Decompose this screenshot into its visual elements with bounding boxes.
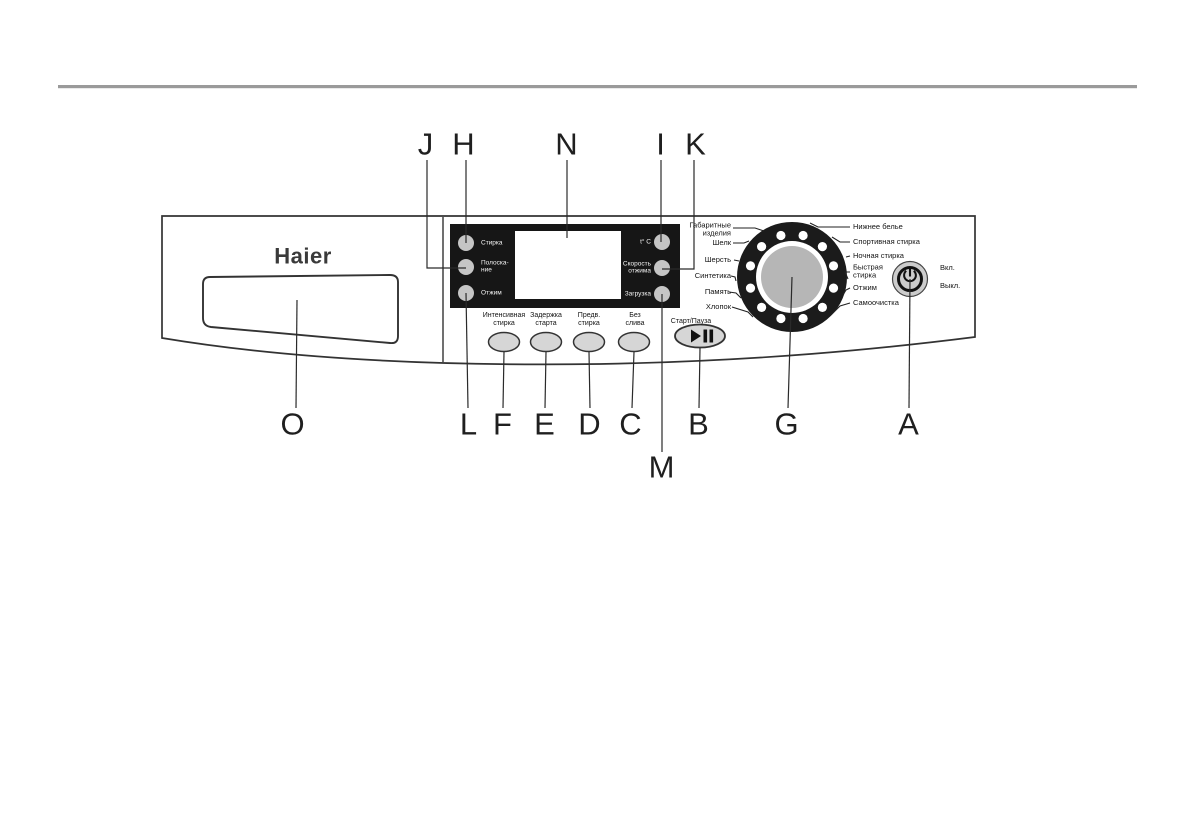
indicator-label-load: Загрузка <box>624 290 651 298</box>
callout-letter-b: B <box>688 406 710 442</box>
indicator-label-wash: Стирка <box>481 239 503 247</box>
callout-line-c <box>631 351 635 409</box>
callout-line-o <box>295 299 298 409</box>
indicator-light-rinse <box>458 259 474 275</box>
delay-start-label: Задержка старта <box>530 312 562 327</box>
callout-letter-h: H <box>452 126 476 162</box>
callout-letter-g: G <box>774 406 800 442</box>
callout-letter-m: M <box>648 449 676 485</box>
callout-line-g <box>787 276 793 409</box>
prewash-button <box>572 331 606 353</box>
detergent-drawer <box>202 274 399 345</box>
dial-label-bulky-items: Габаритные изделия <box>689 220 731 238</box>
callout-letter-o: O <box>280 406 306 442</box>
prewash-label: Предв. стирка <box>577 312 601 327</box>
start-pause-button <box>674 323 726 349</box>
callout-letter-i: I <box>656 126 666 162</box>
callout-line-k <box>662 160 695 270</box>
start-pause-label: Старт/Пауза <box>670 318 712 326</box>
dial-label-synthetics: Синтетика <box>694 270 731 280</box>
dial-label-spin: Отжим <box>853 282 877 292</box>
dial-label-memory: Память <box>704 286 731 296</box>
no-drain-button <box>617 331 651 353</box>
no-drain-label: Без слива <box>625 312 645 327</box>
callout-letter-a: A <box>898 406 920 442</box>
brand-logo: Haier <box>274 243 332 269</box>
intensive-wash-label: Интенсивная стирка <box>482 312 526 327</box>
dial-leader-lines <box>728 222 851 318</box>
intensive-wash-button <box>487 331 521 353</box>
dial-label-underwear: Нижнее белье <box>853 221 903 231</box>
callout-letter-k: K <box>685 126 707 162</box>
callout-line-d <box>588 351 591 409</box>
callout-letter-f: F <box>493 406 513 442</box>
callout-line-e <box>544 351 547 409</box>
indicator-label-spin-speed: Скорость отжима <box>622 260 651 275</box>
callout-letter-e: E <box>534 406 556 442</box>
callout-line-b <box>698 347 701 409</box>
dial-label-silk: Шелк <box>712 237 731 247</box>
dial-label-self-clean: Самоочистка <box>853 297 899 307</box>
dial-label-cotton: Хлопок <box>705 301 731 311</box>
callout-line-l <box>465 292 469 409</box>
play-pause-icon <box>691 329 714 343</box>
dial-label-night-wash: Ночная стирка <box>853 250 904 260</box>
dial-label-quick-wash: Быстрая стирка <box>853 262 883 280</box>
indicator-label-spin: Отжим <box>481 289 502 297</box>
indicator-light-temp <box>654 234 670 250</box>
power-off-label: Выкл. <box>940 280 961 290</box>
display-screen <box>515 231 621 299</box>
indicator-label-rinse: Полоска- ние <box>481 259 509 274</box>
callout-letter-d: D <box>578 406 602 442</box>
callout-letter-c: C <box>619 406 643 442</box>
dial-label-wool: Шерсть <box>704 254 731 264</box>
indicator-light-spin-speed <box>654 260 670 276</box>
indicator-label-temp: t° C <box>640 238 651 246</box>
callout-line-j <box>426 160 466 269</box>
callout-letter-l: L <box>459 406 479 442</box>
callout-letter-n: N <box>555 126 579 162</box>
callout-lines <box>295 160 911 452</box>
dial-label-sports-wash: Спортивная стирка <box>853 236 920 246</box>
delay-start-button <box>529 331 563 353</box>
power-on-label: Вкл. <box>940 262 955 272</box>
callout-letter-j: J <box>417 126 435 162</box>
callout-line-a <box>908 278 911 409</box>
callout-line-f <box>502 351 505 409</box>
dial-position-dots <box>745 230 839 324</box>
divider-rule <box>58 85 1137 89</box>
